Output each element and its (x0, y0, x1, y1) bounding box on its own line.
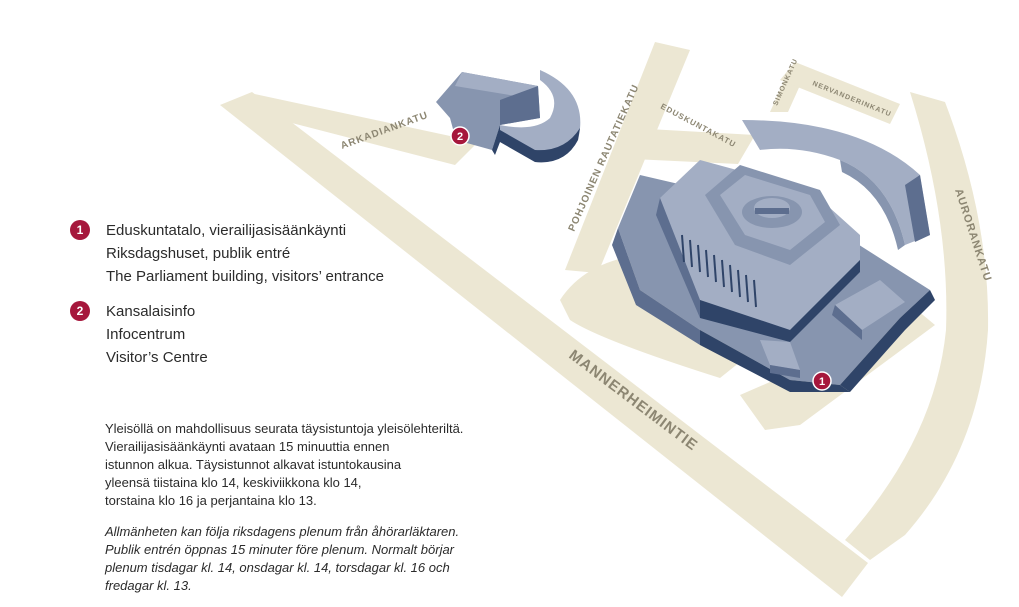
map-marker-1[interactable]: 1 (812, 371, 832, 391)
parliament-colonnade (681, 234, 757, 308)
info-line: Publik entrén öppnas 15 minuter före ple… (105, 542, 455, 557)
info-line: Yleisöllä on mahdollisuus seurata täysis… (105, 421, 464, 436)
info-line: istunnon alkua. Täysistunnot alkavat ist… (105, 457, 402, 472)
map-marker-1-label: 1 (819, 376, 825, 388)
legend-text-fi: Eduskuntatalo, vierailijasisäänkäynti (106, 222, 347, 239)
info-line: Vierailijasisäänkäynti avataan 15 minuut… (105, 439, 390, 454)
info-line: fredagar kl. 13. (105, 578, 192, 593)
street-mannerheimintie (220, 92, 868, 597)
info-line: plenum tisdagar kl. 14, onsdagar kl. 14,… (105, 560, 450, 575)
legend-item-visitor-centre: 2 Kansalaisinfo Infocentrum Visitor’s Ce… (70, 300, 384, 369)
info-text-swedish: Allmänheten kan följa riksdagens plenum … (105, 523, 525, 595)
legend-text-sv: Riksdagshuset, publik entré (106, 245, 291, 262)
legend-text-sv: Infocentrum (106, 326, 186, 343)
legend-text-en: Visitor’s Centre (106, 349, 208, 366)
map-marker-2[interactable]: 2 (450, 126, 470, 146)
info-line: yleensä tiistaina klo 14, keskiviikkona … (105, 475, 362, 490)
street-eduskuntakatu (612, 128, 755, 164)
street-arkadiankatu (222, 93, 478, 165)
visitor-centre-building (436, 70, 581, 163)
parliament-building (612, 120, 935, 392)
legend-text-en: The Parliament building, visitors’ entra… (106, 268, 384, 285)
legend-marker-2: 2 (70, 301, 90, 321)
legend-item-parliament: 1 Eduskuntatalo, vierailijasisäänkäynti … (70, 219, 384, 288)
street-aurorankatu (845, 92, 989, 560)
legend-text-fi: Kansalaisinfo (106, 303, 196, 320)
info-line: torstaina klo 16 ja perjantaina klo 13. (105, 493, 317, 508)
street-nervanderinkatu (780, 62, 900, 124)
map-marker-2-label: 2 (457, 131, 463, 143)
legend-marker-1: 1 (70, 220, 90, 240)
info-text-finnish: Yleisöllä on mahdollisuus seurata täysis… (105, 420, 525, 510)
map-legend: 1 Eduskuntatalo, vierailijasisäänkäynti … (70, 219, 384, 381)
info-line: Allmänheten kan följa riksdagens plenum … (105, 524, 460, 539)
